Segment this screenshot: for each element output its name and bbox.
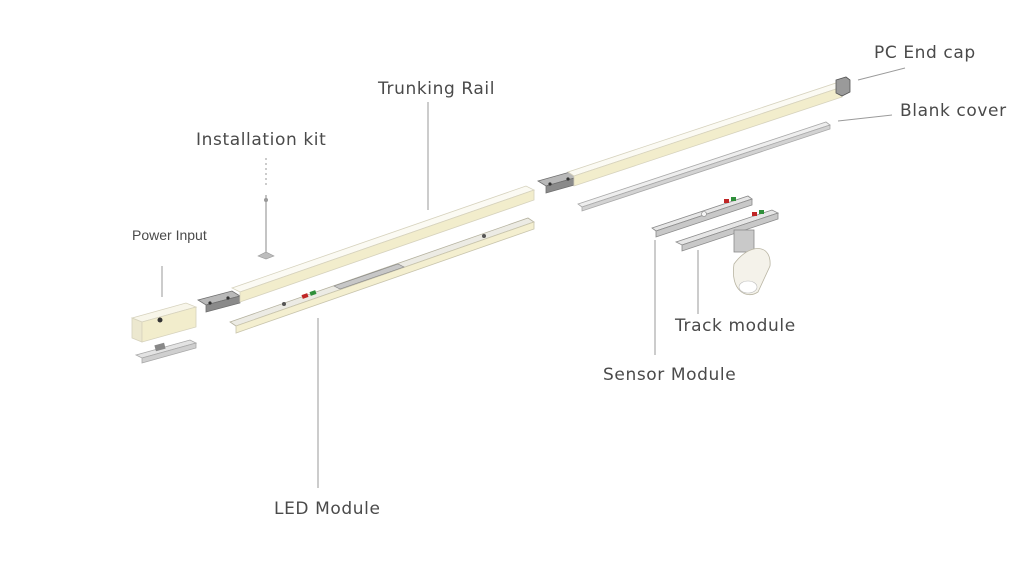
- power-input-base: [134, 339, 198, 364]
- label-track-module: Track module: [675, 316, 796, 336]
- label-blank-cover: Blank cover: [900, 101, 1007, 121]
- power-input-unit: [130, 302, 198, 343]
- track-module: [674, 209, 780, 296]
- label-trunking-rail: Trunking Rail: [378, 79, 496, 99]
- label-installation-kit: Installation kit: [196, 130, 327, 150]
- leader-blank-cover: [837, 114, 893, 122]
- label-pc-end-cap: PC End cap: [874, 43, 976, 63]
- installation-kit: [257, 195, 275, 260]
- label-power-input: Power Input: [132, 227, 207, 243]
- leader-lines: [161, 67, 906, 488]
- rail-connector-left: [197, 290, 241, 313]
- rail-connector-middle: [537, 171, 579, 194]
- blank-cover: [577, 121, 831, 212]
- label-led-module: LED Module: [274, 499, 381, 519]
- trunking-rail-left: [230, 185, 536, 303]
- led-module: [229, 217, 535, 334]
- leader-pc-end-cap: [857, 67, 906, 81]
- pc-end-cap: [835, 76, 851, 97]
- label-sensor-module: Sensor Module: [603, 365, 737, 385]
- sensor-module: [651, 195, 753, 238]
